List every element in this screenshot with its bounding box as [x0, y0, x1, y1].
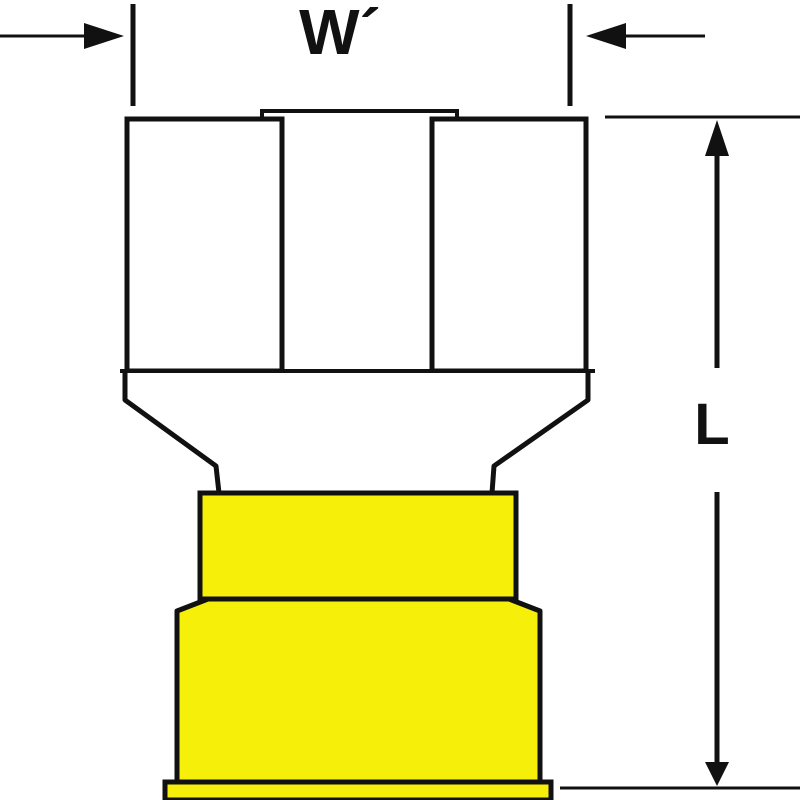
fork-tine-right — [429, 116, 589, 374]
fork-center-bridge — [260, 109, 459, 119]
width-arrow-left-head — [84, 23, 124, 49]
insulation-sleeve-shoulder — [174, 596, 543, 789]
fork-neck — [122, 371, 591, 496]
fork-tine-left — [124, 116, 285, 374]
length-dimension: L — [560, 115, 800, 790]
fork-terminal — [120, 109, 595, 800]
width-label: W´ — [299, 0, 381, 68]
width-arrow-right-head — [586, 23, 626, 49]
width-dimension: W´ — [0, 0, 705, 106]
insulation-sleeve-upper — [197, 490, 519, 602]
insulation-sleeve-rim — [162, 779, 554, 800]
length-arrow-bottom-head — [705, 762, 729, 786]
length-label: L — [694, 392, 729, 457]
length-arrow-top-head — [705, 120, 729, 156]
